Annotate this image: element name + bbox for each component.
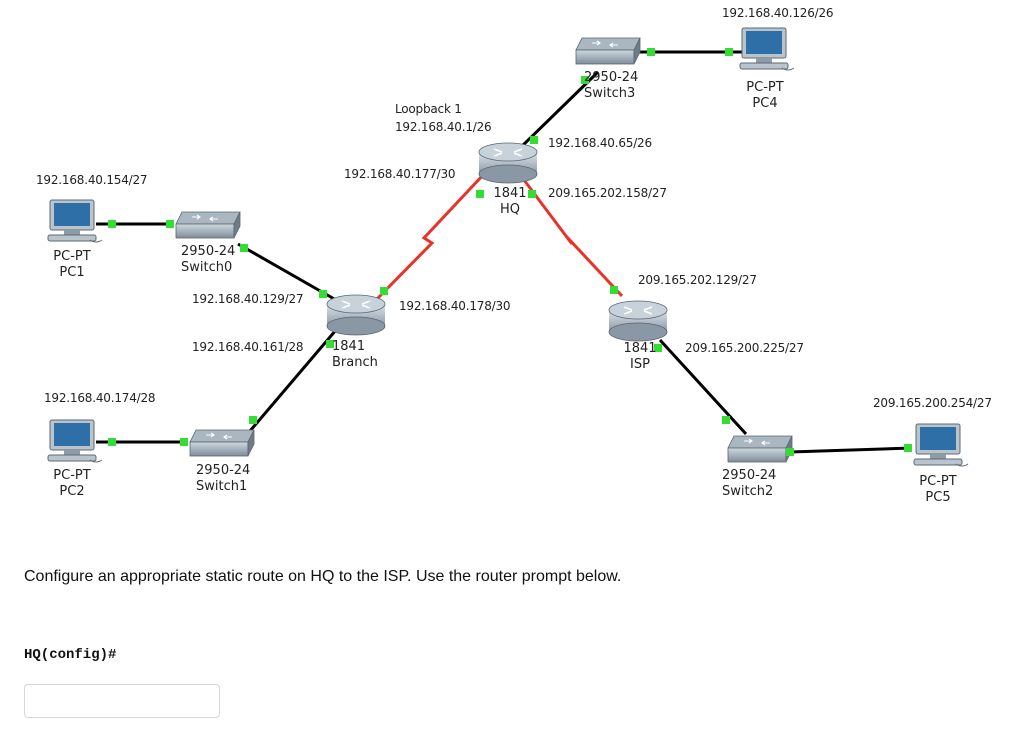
- switch3-model: 2950-24: [584, 70, 639, 85]
- pc5-model: PC-PT: [919, 474, 957, 489]
- switch0-name: Switch0: [181, 260, 233, 275]
- pc4-icon[interactable]: [739, 27, 795, 71]
- pc4-name: PC4: [752, 96, 778, 111]
- link-isp-switch2: [658, 338, 748, 436]
- pc4-ip-label: 192.168.40.126/26: [722, 6, 834, 20]
- switch1-icon[interactable]: [189, 429, 255, 457]
- branch-name: Branch: [332, 355, 378, 370]
- pc2-icon[interactable]: [47, 419, 103, 463]
- answer-input[interactable]: [24, 684, 220, 718]
- pc1-name: PC1: [59, 265, 85, 280]
- pc1-icon[interactable]: [47, 199, 103, 243]
- isp-name: ISP: [630, 357, 650, 372]
- isp-hq-ip-label: 209.165.202.129/27: [638, 273, 757, 287]
- hq-switch3-ip-label: 192.168.40.65/26: [548, 136, 652, 150]
- serial-link-branch-hq: [374, 172, 486, 302]
- pc1-ip-label: 192.168.40.154/27: [36, 173, 148, 187]
- branch-model: 1841: [332, 339, 366, 354]
- branch-switch0-ip-label: 192.168.40.129/27: [192, 292, 304, 306]
- switch0-icon[interactable]: [175, 211, 241, 239]
- isp-router-icon[interactable]: [608, 300, 668, 342]
- isp-model: 1841: [623, 341, 657, 356]
- hq-loopback-ip: 192.168.40.1/26: [395, 120, 492, 134]
- pc5-ip-label: 209.165.200.254/27: [873, 396, 992, 410]
- branch-hq-ip-label: 192.168.40.178/30: [399, 299, 511, 313]
- hq-loopback-name: Loopback 1: [395, 102, 462, 116]
- link-switch2-pc5: [789, 446, 913, 454]
- hq-name: HQ: [499, 202, 520, 217]
- switch2-name: Switch2: [722, 484, 774, 499]
- serial-link-hq-isp: [522, 179, 624, 298]
- link-lights: [108, 48, 912, 456]
- network-topology: [47, 27, 969, 467]
- isp-switch2-ip-label: 209.165.200.225/27: [685, 341, 804, 355]
- pc2-model: PC-PT: [53, 468, 91, 483]
- pc5-icon[interactable]: [913, 423, 969, 467]
- router-prompt: HQ(config)#: [24, 647, 117, 663]
- pc1-model: PC-PT: [53, 249, 91, 264]
- switch0-model: 2950-24: [181, 244, 236, 259]
- pc5-name: PC5: [925, 490, 951, 505]
- pc2-name: PC2: [59, 484, 85, 499]
- switch2-icon[interactable]: [727, 435, 793, 463]
- pc2-ip-label: 192.168.40.174/28: [44, 391, 156, 405]
- hq-isp-ip-label: 209.165.202.158/27: [548, 186, 667, 200]
- branch-router-icon[interactable]: [326, 294, 386, 336]
- switch3-name: Switch3: [584, 86, 636, 101]
- hq-router-icon[interactable]: [478, 142, 538, 184]
- branch-switch1-ip-label: 192.168.40.161/28: [192, 340, 304, 354]
- link-branch-switch1: [242, 329, 338, 439]
- pc4-model: PC-PT: [746, 80, 784, 95]
- switch1-name: Switch1: [196, 479, 248, 494]
- hq-model: 1841: [493, 186, 527, 201]
- switch1-model: 2950-24: [196, 463, 251, 478]
- switch3-icon[interactable]: [575, 37, 641, 65]
- hq-branch-ip-label: 192.168.40.177/30: [344, 167, 456, 181]
- question-text: Configure an appropriate static route on…: [24, 568, 622, 585]
- hq-loopback-label: Loopback 1 192.168.40.1/26: [395, 100, 492, 136]
- switch2-model: 2950-24: [722, 468, 777, 483]
